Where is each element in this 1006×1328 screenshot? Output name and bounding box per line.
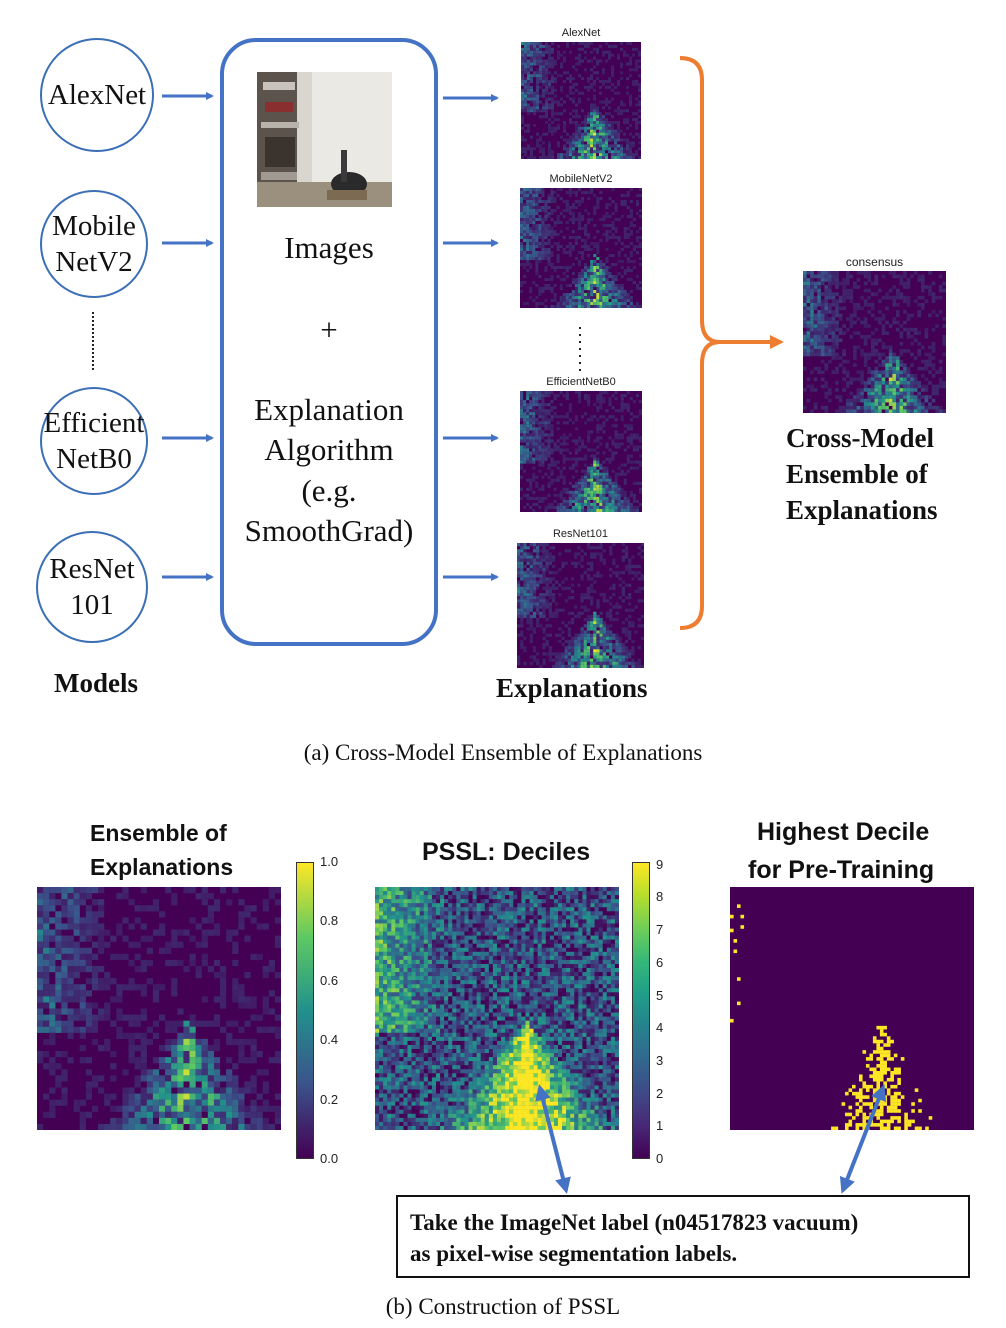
arrow-highest-decile-to-callout xyxy=(839,1084,887,1194)
algo-line-2: Algorithm xyxy=(264,432,394,467)
arrow-deciles-to-callout xyxy=(535,1084,571,1194)
model-efficientnetb0: Efficient NetB0 xyxy=(40,387,148,495)
cb2-tick-4: 4 xyxy=(656,1020,664,1035)
panel2-title: PSSL: Deciles xyxy=(422,838,591,866)
heatmap-mobilenetv2 xyxy=(520,188,642,308)
algo-line-1: Explanation xyxy=(254,392,404,427)
callout-line1: Take the ImageNet label (n04517823 vacuu… xyxy=(410,1210,859,1235)
model-resnet101-label: ResNet 101 xyxy=(49,553,135,621)
panel1-title-line2: Explanations xyxy=(90,854,234,880)
plus-sign: + xyxy=(320,312,338,347)
cb1-tick-1: 0.8 xyxy=(320,913,339,928)
colorbar-ensemble xyxy=(296,862,314,1159)
heatmap-efficientnetb0 xyxy=(520,391,642,512)
colorbar-deciles xyxy=(632,862,650,1159)
colorbar-deciles-ticks: 9 8 7 6 5 4 3 2 1 0 xyxy=(650,857,680,1166)
model-to-box-arrows xyxy=(162,92,214,581)
explanation-title-resnet101: ResNet101 xyxy=(552,528,609,540)
heatmap-alexnet xyxy=(521,42,641,159)
cb1-tick-4: 0.2 xyxy=(320,1092,339,1107)
ensemble-label-line3: Explanations xyxy=(786,495,938,525)
model-mobilenetv2-label: Mobile NetV2 xyxy=(52,210,136,278)
cb2-tick-3: 3 xyxy=(656,1053,664,1068)
cb2-tick-5: 5 xyxy=(656,988,664,1003)
models-ellipsis-dots xyxy=(92,312,96,370)
algo-line-4: SmoothGrad) xyxy=(244,513,414,548)
caption-b: (b) Construction of PSSL xyxy=(385,1294,621,1319)
panel1-title-line1: Ensemble of xyxy=(90,820,227,846)
model-resnet101: ResNet 101 xyxy=(36,531,148,643)
heatmap-efficientnetb0-svg xyxy=(520,391,642,512)
heatmap-deciles-svg xyxy=(375,887,619,1130)
cb2-tick-7: 7 xyxy=(656,922,664,937)
explanations-label: Explanations xyxy=(496,673,648,703)
ensemble-label-line2: Ensemble of xyxy=(786,459,928,489)
heatmap-consensus-svg xyxy=(803,271,946,413)
panel3-title-line1: Highest Decile xyxy=(757,818,930,846)
heatmap-resnet101-svg xyxy=(517,543,644,668)
explanation-title-efficientnetb0: EfficientNetB0 xyxy=(546,376,616,388)
models-label: Models xyxy=(54,668,138,698)
cb2-tick-9: 9 xyxy=(656,857,664,872)
model-alexnet: AlexNet xyxy=(40,38,154,152)
heatmap-deciles xyxy=(375,887,619,1130)
caption-a: (a) Cross-Model Ensemble of Explanations xyxy=(303,740,703,765)
cb2-tick-2: 2 xyxy=(656,1086,664,1101)
explanation-process-box xyxy=(220,38,438,646)
colorbar-ensemble-ticks: 1.0 0.8 0.6 0.4 0.2 0.0 xyxy=(314,854,354,1166)
part-a-arrows xyxy=(162,56,784,630)
input-image xyxy=(257,72,392,207)
panel3-title-line2: for Pre-Training xyxy=(748,856,935,884)
images-label: Images xyxy=(284,230,374,265)
cb2-tick-0: 0 xyxy=(656,1151,664,1166)
model-efficientnetb0-label: Efficient NetB0 xyxy=(43,407,145,475)
ensemble-label-line1: Cross-Model xyxy=(786,423,934,453)
callout-arrows xyxy=(535,1084,887,1194)
heatmap-ensemble xyxy=(37,887,281,1130)
cb1-tick-3: 0.4 xyxy=(320,1032,339,1047)
cb2-tick-1: 1 xyxy=(656,1118,664,1133)
segmentation-label-callout: Take the ImageNet label (n04517823 vacuu… xyxy=(396,1195,970,1278)
heatmap-alexnet-svg xyxy=(521,42,641,159)
cb2-tick-6: 6 xyxy=(656,955,664,970)
explanation-title-mobilenetv2: MobileNetV2 xyxy=(549,173,613,185)
vacuum-room-photo xyxy=(257,72,392,207)
model-mobilenetv2: Mobile NetV2 xyxy=(40,190,148,298)
heatmap-resnet101 xyxy=(517,543,644,668)
algo-line-3: (e.g. xyxy=(301,473,357,508)
cb1-tick-5: 0.0 xyxy=(320,1151,339,1166)
orange-bracket xyxy=(679,56,721,630)
explanation-title-alexnet: AlexNet xyxy=(561,27,601,39)
box-to-explanation-arrows xyxy=(443,94,499,581)
heatmap-consensus xyxy=(803,271,946,413)
heatmap-ensemble-svg xyxy=(37,887,281,1130)
consensus-title: consensus xyxy=(845,255,904,269)
cb1-tick-2: 0.6 xyxy=(320,973,339,988)
callout-line2: as pixel-wise segmentation labels. xyxy=(410,1241,738,1266)
heatmap-mobilenetv2-svg xyxy=(520,188,642,308)
cb1-tick-0: 1.0 xyxy=(320,854,339,869)
cb2-tick-8: 8 xyxy=(656,889,664,904)
